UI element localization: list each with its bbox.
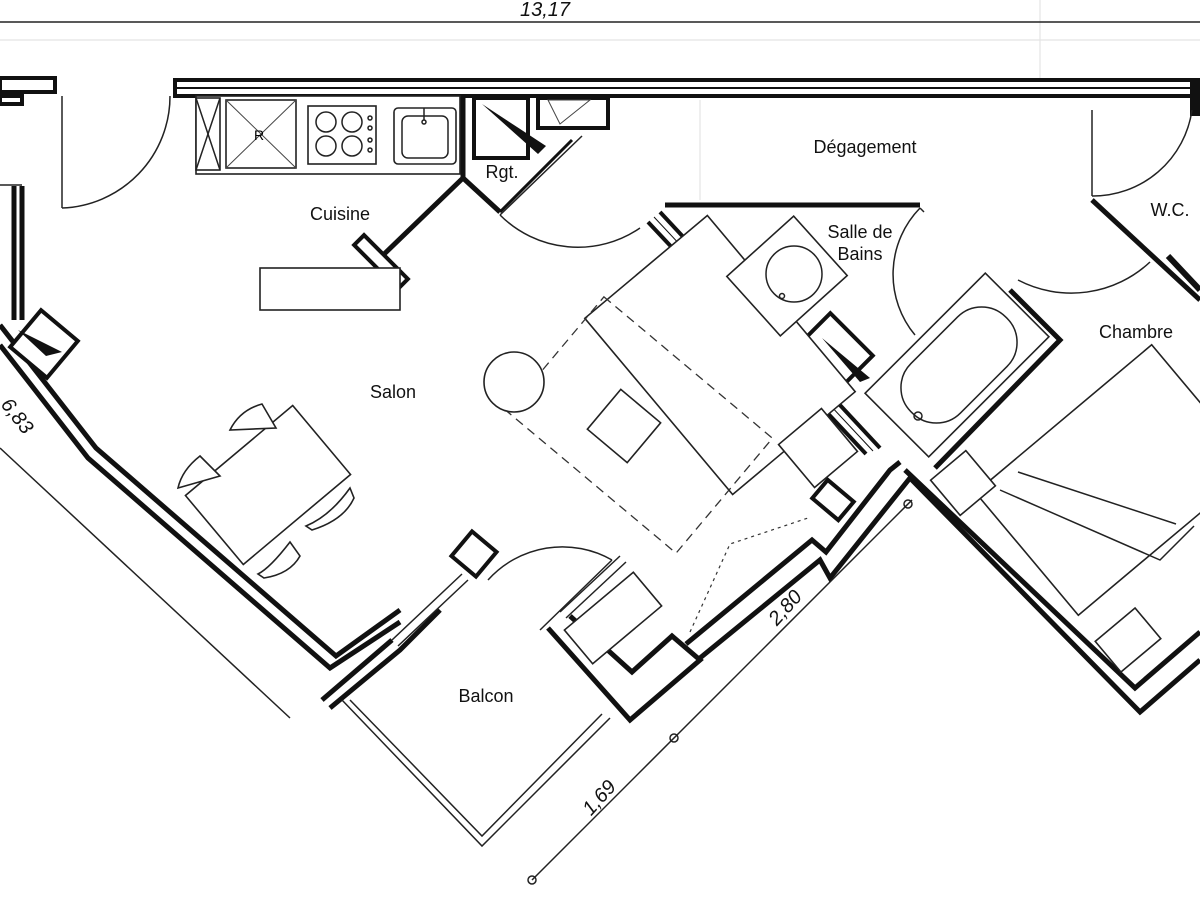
room-label-rangement: Rgt. xyxy=(485,162,518,182)
kitchen-counter: R xyxy=(195,95,461,175)
room-label-chambre: Chambre xyxy=(1099,322,1173,342)
room-label-degagement: Dégagement xyxy=(813,137,916,157)
kitchen-bar xyxy=(259,267,401,311)
room-label-cuisine: Cuisine xyxy=(310,204,370,224)
technical-shafts xyxy=(472,96,876,390)
balcony-outline xyxy=(341,699,611,848)
room-label-salle-de-bains-line1: Salle de xyxy=(827,222,892,242)
sofa xyxy=(583,214,859,496)
exterior-walls xyxy=(0,76,1200,724)
low-unit xyxy=(563,517,809,665)
dimension-total-width-label: 13,17 xyxy=(520,0,571,21)
dimension-facade: 1,69 2,80 xyxy=(527,499,913,885)
dining-set xyxy=(176,403,355,579)
room-label-wc: W.C. xyxy=(1151,200,1190,220)
background-grid xyxy=(0,0,1200,200)
dimension-total-width: 13,17 xyxy=(0,0,1200,23)
room-label-balcon: Balcon xyxy=(458,686,513,706)
doors xyxy=(0,95,1193,647)
cooktop xyxy=(307,105,377,165)
room-label-salon: Salon xyxy=(370,382,416,402)
kitchen-sink xyxy=(393,107,457,165)
bathtub xyxy=(863,271,1051,459)
room-labels: Cuisine Rgt. Dégagement Salle de Bains W… xyxy=(310,137,1190,706)
dimension-facade-segment-2-label: 2,80 xyxy=(764,586,807,630)
dimension-left-side-label: 6,83 xyxy=(0,394,37,438)
fridge-label: R xyxy=(254,127,264,143)
bed xyxy=(929,343,1200,674)
bathroom-fixtures xyxy=(725,215,1051,459)
room-label-salle-de-bains-line2: Bains xyxy=(837,244,882,264)
rug-and-coffee-table xyxy=(483,295,774,555)
